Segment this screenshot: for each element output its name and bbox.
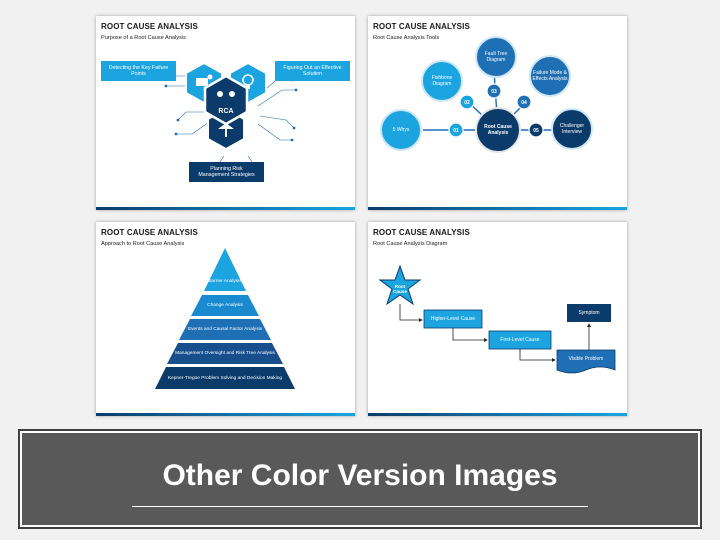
slide-subtitle: Root Cause Analysis Diagram [373, 241, 448, 247]
tool-5-whys [380, 109, 422, 151]
badge-01: 01 [453, 128, 459, 134]
slide-subtitle: Approach to Root Cause Analysis [101, 241, 185, 247]
slide-subtitle: Root Cause Analysis Tools [373, 35, 440, 41]
level-label-4: Management Oversight and Risk Tree Analy… [175, 351, 275, 356]
tool-label-5-whys: 5 Whys [392, 127, 410, 133]
root-cause-star [378, 264, 422, 306]
center-label: Root Cause Analysis [484, 124, 512, 136]
tool-challenger [551, 108, 593, 150]
symptom-box [567, 304, 611, 322]
tool-label-fault-tree: Fault Tree Diagram [484, 51, 508, 63]
pyramid-level-3 [179, 319, 271, 340]
rca-center-label: RCA [218, 108, 233, 115]
root-cause-label: Root Cause [393, 284, 407, 294]
slide-title: ROOT CAUSE ANALYSIS [373, 228, 470, 237]
visible-problem-shape [556, 349, 616, 374]
tool-fishbone [421, 60, 463, 102]
tool-fault-tree [475, 36, 517, 78]
level-label-3: Events and Causal Factor Analysis [187, 327, 263, 332]
badge-03: 03 [491, 89, 497, 95]
tool-label-fmea: Failure Mode & Effects Analysis [532, 70, 568, 82]
tools-graphic: 01 02 03 04 05 [380, 36, 593, 153]
slide-approach[interactable]: ROOT CAUSE ANALYSIS Approach to Root Cau… [96, 222, 355, 416]
pyramid-graphic [155, 248, 295, 389]
visible-problem-label: Visible Problem [568, 356, 604, 362]
tool-label-fishbone: Fishbone Diagram [431, 75, 453, 87]
slide-tools[interactable]: ROOT CAUSE ANALYSIS Root Cause Analysis … [368, 16, 627, 210]
badge-04: 04 [521, 100, 527, 106]
label-detect: Detecting the Key Failure Points [101, 61, 176, 81]
tool-label-challenger: Challenger Interview [559, 123, 585, 135]
pyramid-level-4 [167, 343, 283, 364]
pyramid-level-5 [155, 367, 295, 389]
rca-purpose-graphic: RCA [164, 61, 298, 170]
first-level-cause-label: First-Level Cause [500, 337, 540, 343]
banner-title: Other Color Version Images [162, 459, 558, 492]
slide-title: ROOT CAUSE ANALYSIS [373, 22, 470, 31]
label-figure: Figuring Out an Effective Solution [275, 61, 350, 81]
slide-diagram[interactable]: ROOT CAUSE ANALYSIS Root Cause Analysis … [368, 222, 627, 416]
level-label-2: Change Analysis [207, 303, 243, 308]
slide-title: ROOT CAUSE ANALYSIS [101, 228, 198, 237]
slide-purpose[interactable]: ROOT CAUSE ANALYSIS Purpose of a Root Ca… [96, 16, 355, 210]
flow-diagram-graphic [378, 264, 616, 374]
level-label-1: Barrier Analysis [208, 278, 242, 284]
center-circle [475, 107, 521, 153]
other-color-banner: Other Color Version Images [18, 429, 702, 529]
pyramid-level-1 [204, 248, 246, 291]
tool-fmea [529, 55, 571, 97]
banner-underline [132, 506, 588, 507]
level-label-5: Kepner-Tregoe Problem Solving and Decisi… [167, 375, 283, 381]
slide-subtitle: Purpose of a Root Cause Analysis [101, 35, 186, 41]
hexagon-rca: RCA [203, 74, 249, 126]
pyramid-level-2 [191, 295, 259, 316]
badge-05: 05 [533, 128, 539, 134]
label-plan: Planning Risk Management Strategies [189, 162, 264, 182]
slide-title: ROOT CAUSE ANALYSIS [101, 22, 198, 31]
badge-02: 02 [464, 100, 470, 106]
higher-level-cause-label: Higher-Level Cause [430, 316, 476, 322]
symptom-label: Symptom [578, 310, 600, 316]
